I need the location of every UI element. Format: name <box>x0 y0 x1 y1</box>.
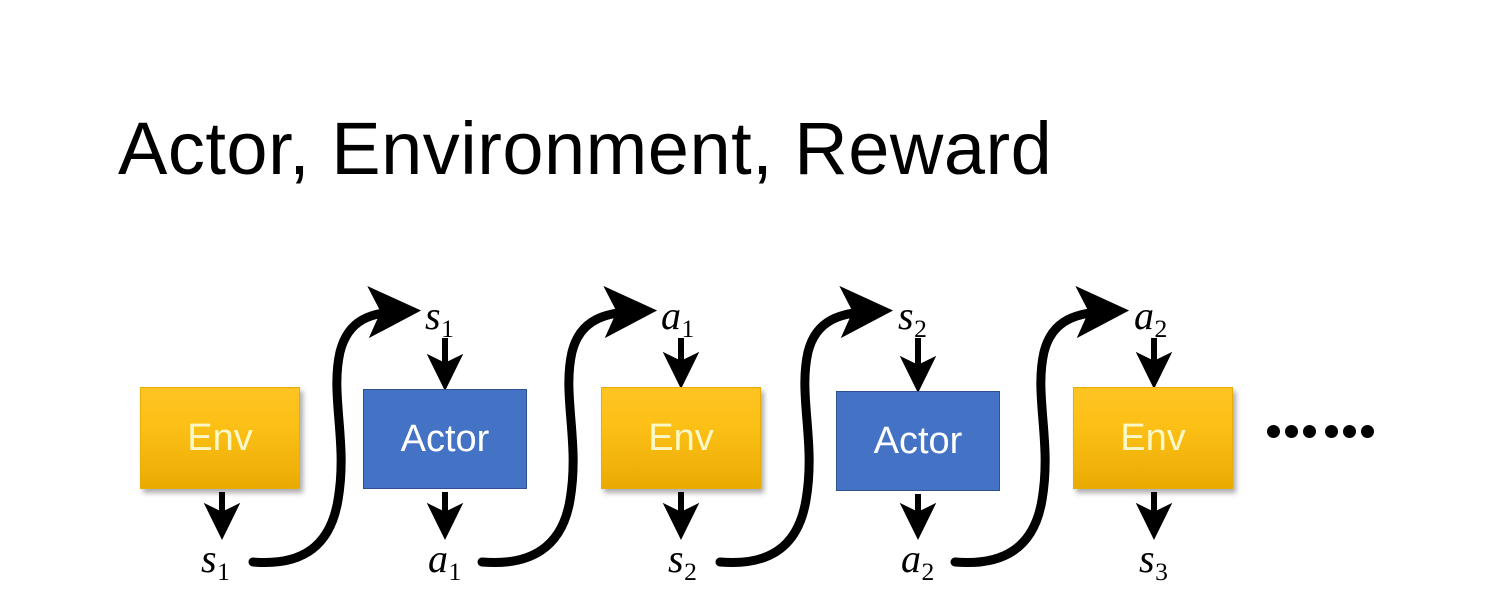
label-state-s2-bottom: s2 <box>668 536 697 584</box>
ellipsis-dot <box>1285 425 1298 438</box>
ellipsis-dot <box>1267 425 1280 438</box>
label-state-s3-bottom: s3 <box>1139 536 1168 584</box>
label-action-a1-bottom: a1 <box>428 536 461 584</box>
node-env-1[interactable]: Env <box>140 387 300 489</box>
label-subscript: 2 <box>921 556 935 586</box>
node-label: Env <box>648 417 714 459</box>
label-base: a <box>901 536 921 581</box>
node-label: Env <box>187 417 253 459</box>
ellipsis-dot <box>1325 425 1338 438</box>
label-base: a <box>1134 293 1154 338</box>
label-action-a1-top: a1 <box>661 293 694 341</box>
label-subscript: 3 <box>1155 556 1168 586</box>
label-subscript: 1 <box>681 313 695 343</box>
label-state-s1-top: s1 <box>425 293 454 341</box>
ellipsis-dot <box>1361 425 1374 438</box>
label-base: s <box>898 293 914 338</box>
ellipsis-dot-group <box>1325 425 1374 438</box>
node-label: Env <box>1120 417 1186 459</box>
label-base: s <box>201 536 217 581</box>
label-base: s <box>425 293 441 338</box>
label-subscript: 2 <box>684 556 697 586</box>
node-actor-2[interactable]: Actor <box>836 391 1000 491</box>
label-action-a2-top: a2 <box>1134 293 1167 341</box>
label-state-s1-bottom: s1 <box>201 536 230 584</box>
node-env-3[interactable]: Env <box>1073 387 1233 489</box>
ellipsis-continuation <box>1267 425 1374 438</box>
label-subscript: 1 <box>448 556 462 586</box>
label-subscript: 2 <box>914 313 927 343</box>
label-subscript: 2 <box>1154 313 1168 343</box>
label-base: a <box>661 293 681 338</box>
ellipsis-dot-group <box>1267 425 1316 438</box>
node-label: Actor <box>400 418 490 460</box>
node-actor-1[interactable]: Actor <box>363 389 527 489</box>
ellipsis-dot <box>1303 425 1316 438</box>
node-env-2[interactable]: Env <box>601 387 761 489</box>
label-base: s <box>1139 536 1155 581</box>
label-subscript: 1 <box>217 556 230 586</box>
node-label: Actor <box>873 420 963 462</box>
label-base: a <box>428 536 448 581</box>
label-base: s <box>668 536 684 581</box>
label-action-a2-bottom: a2 <box>901 536 934 584</box>
label-subscript: 1 <box>441 313 454 343</box>
page-title: Actor, Environment, Reward <box>118 107 1053 190</box>
ellipsis-dot <box>1343 425 1356 438</box>
label-state-s2-top: s2 <box>898 293 927 341</box>
